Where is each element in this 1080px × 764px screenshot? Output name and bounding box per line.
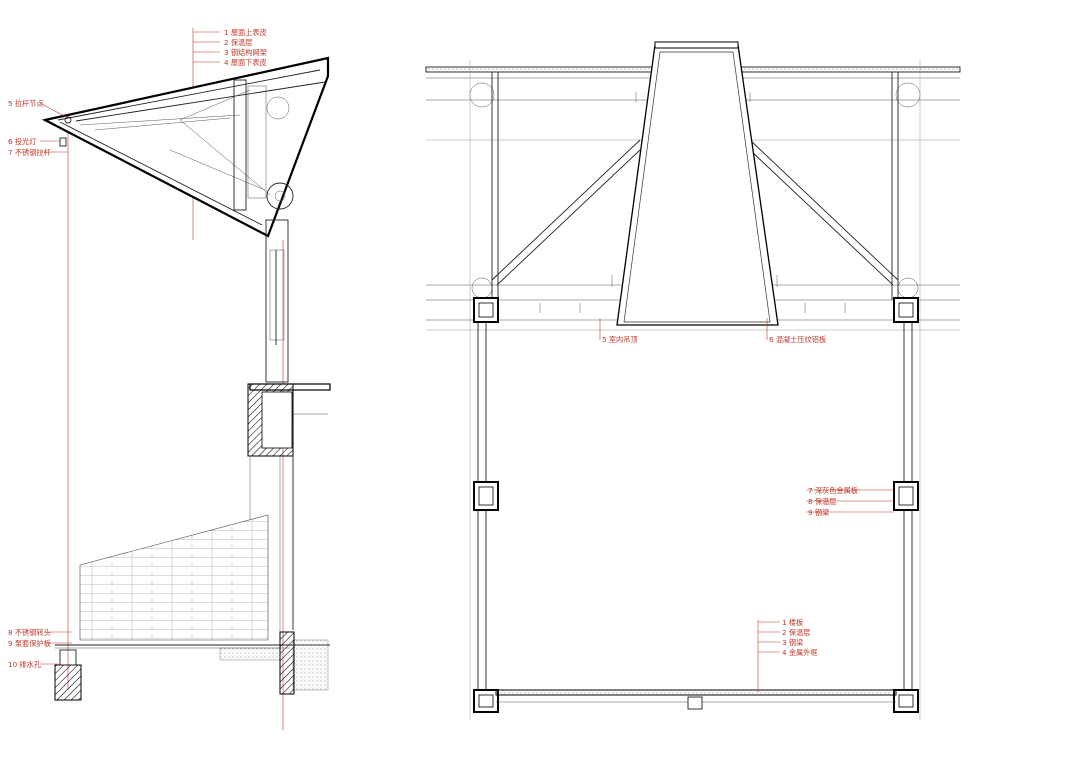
section-annotations: 1 屋面上表皮 2 保温层 3 钢结构网架 4 屋面下表皮 5 拉杆节点 6 投… — [8, 28, 267, 669]
label-stainless-head: 8 不锈钢转头 — [8, 628, 51, 637]
section-leaders — [39, 31, 220, 665]
label-sleeve-guard: 9 泵套保护板 — [8, 639, 51, 648]
label-embossed-panel: 6 混凝土压纹铝板 — [769, 335, 826, 344]
plan-drawing — [425, 41, 961, 720]
label-stainless-tie-rod: 7 不锈钢拉杆 — [8, 148, 51, 157]
skylight-shaft — [616, 44, 779, 326]
label-steel-space-frame: 3 钢结构网架 — [224, 48, 267, 57]
label-floor-slab: 1 楼板 — [782, 618, 803, 627]
roof-node-circle — [266, 182, 294, 210]
right-footing — [279, 631, 295, 695]
label-indoor-ceiling: 5 室内吊顶 — [602, 335, 638, 344]
label-floor-steel-beam: 3 钢梁 — [782, 638, 803, 647]
label-insulation: 2 保温层 — [224, 38, 252, 47]
label-drain-hole: 10 排水孔 — [8, 660, 41, 669]
label-floor-insulation: 2 保温层 — [782, 628, 810, 637]
plan-annotations: 5 室内吊顶 6 混凝土压纹铝板 7 深灰色金属板 8 保温层 9 钢梁 1 楼… — [602, 335, 858, 657]
roof-wedge — [41, 56, 330, 238]
label-dark-metal-panel: 7 深灰色金属板 — [808, 486, 858, 495]
label-roof-lower-skin: 4 屋面下表皮 — [224, 58, 267, 67]
label-roof-upper-skin: 1 屋面上表皮 — [224, 28, 267, 37]
label-floodlight: 6 投光灯 — [8, 137, 36, 146]
timber-slope — [79, 514, 269, 641]
section-drawing — [41, 28, 331, 730]
plan-leaders — [599, 318, 894, 692]
label-tie-rod-node: 5 拉杆节点 — [8, 99, 44, 108]
label-metal-frame: 4 金属外框 — [782, 648, 818, 657]
label-plan-steel-beam: 9 钢梁 — [808, 508, 829, 517]
left-footing — [54, 664, 82, 701]
floor-band — [495, 689, 897, 696]
tie-rod-node — [64, 116, 72, 124]
label-plan-insulation: 8 保温层 — [808, 497, 836, 506]
